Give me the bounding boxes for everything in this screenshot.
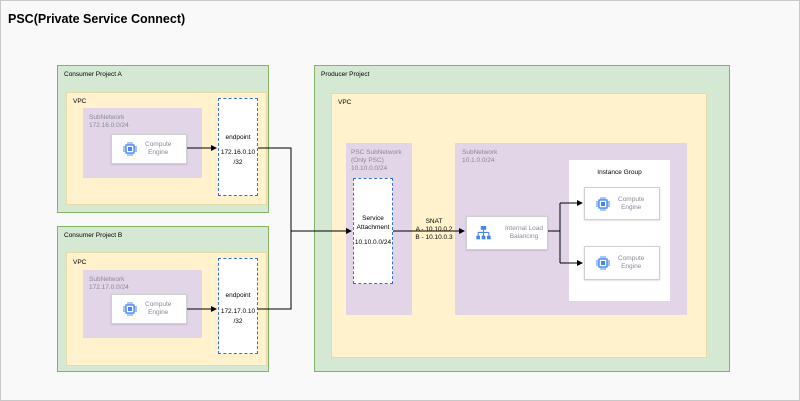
consumer-a-endpoint-label: endpoint	[225, 134, 251, 141]
consumer-a-subnet-cidr: 172.16.0.0/24	[89, 122, 129, 129]
compute-engine-icon	[123, 142, 137, 156]
psc-subnet-cidr: 10.10.0.0/24	[351, 165, 388, 172]
producer-project-label: Producer Project	[321, 71, 370, 78]
consumer-b-subnet-name: SubNetwork	[89, 276, 125, 283]
internal-load-balancer-line1: Internal Load	[505, 225, 543, 232]
consumer-a-compute-engine: Compute Engine	[111, 134, 187, 164]
snat-title: SNAT	[425, 218, 443, 225]
instance-group-label: Instance Group	[597, 169, 642, 176]
service-attachment-cidr: 10.10.0.0/24	[354, 239, 392, 246]
snat-label: SNAT A - 10.10.0.2 B - 10.10.0.3	[413, 217, 455, 243]
connector-endpoints-to-attachment	[258, 147, 352, 310]
producer-subnet-cidr: 10.1.0.0/24	[462, 157, 495, 164]
instance-group-compute-1-line2: Engine	[621, 203, 642, 211]
consumer-b-vpc-label: VPC	[73, 259, 87, 266]
diagram-title: PSC(Private Service Connect)	[8, 12, 186, 26]
internal-load-balancer-text: Internal Load Balancing	[505, 225, 543, 241]
service-attachment-line1: Service	[362, 215, 384, 222]
consumer-a-compute-line2: Engine	[148, 149, 169, 156]
consumer-b-compute-line2: Engine	[148, 309, 169, 316]
psc-subnet-line2: (Only PSC)	[351, 157, 384, 164]
consumer-a-endpoint-ip-line2: /32	[233, 159, 243, 166]
consumer-b-endpoint: endpoint 172.17.0.10 /32	[218, 258, 258, 354]
consumer-b-endpoint-ip-line1: 172.17.0.10	[220, 308, 256, 315]
compute-engine-icon	[123, 302, 137, 316]
instance-group-compute-2: Compute Engine	[584, 246, 660, 280]
instance-group-compute-1: Compute Engine	[584, 187, 660, 220]
snat-b: B - 10.10.0.3	[415, 234, 453, 241]
consumer-a-compute-text: Compute Engine	[145, 141, 171, 157]
consumer-b-endpoint-label: endpoint	[225, 292, 251, 299]
psc-subnet-line1: PSC SubNetwork	[351, 149, 402, 156]
instance-group-compute-2-line1: Compute	[618, 255, 645, 262]
consumer-b-subnet-cidr: 172.17.0.0/24	[89, 284, 129, 291]
consumer-a-compute-line1: Compute	[145, 141, 172, 148]
consumer-a-vpc-label: VPC	[73, 98, 87, 105]
service-attachment: Service Attachment 10.10.0.0/24	[353, 178, 393, 284]
compute-engine-icon	[596, 196, 610, 211]
consumer-b-compute-line1: Compute	[145, 301, 172, 308]
service-attachment-line2: Attachment	[356, 224, 390, 231]
consumer-a-subnet-name: SubNetwork	[89, 114, 125, 121]
producer-vpc-label: VPC	[338, 99, 352, 106]
consumer-a-endpoint-ip-line1: 172.16.0.10	[220, 149, 256, 156]
snat-a: A - 10.10.0.2	[415, 226, 453, 233]
consumer-b-compute-engine: Compute Engine	[111, 294, 187, 324]
load-balancing-icon	[476, 226, 491, 240]
consumer-b-compute-text: Compute Engine	[145, 301, 171, 317]
consumer-project-a-label: Consumer Project A	[64, 71, 122, 78]
producer-subnet-name: SubNetwork	[462, 149, 498, 156]
instance-group-compute-2-text: Compute Engine	[618, 255, 644, 271]
instance-group-compute-2-line2: Engine	[621, 263, 642, 270]
consumer-a-endpoint: endpoint 172.16.0.10 /32	[218, 98, 258, 196]
internal-load-balancer-line2: Balancing	[509, 233, 539, 240]
consumer-project-b-label: Consumer Project B	[64, 232, 123, 239]
instance-group-compute-1-line1: Compute	[618, 195, 645, 203]
connector-load-balancer-to-instances	[548, 200, 583, 266]
instance-group-compute-1-text: Compute Engine	[618, 196, 644, 212]
compute-engine-icon	[596, 256, 610, 270]
internal-load-balancer: Internal Load Balancing	[466, 216, 548, 250]
consumer-b-endpoint-ip-line2: /32	[233, 318, 243, 325]
